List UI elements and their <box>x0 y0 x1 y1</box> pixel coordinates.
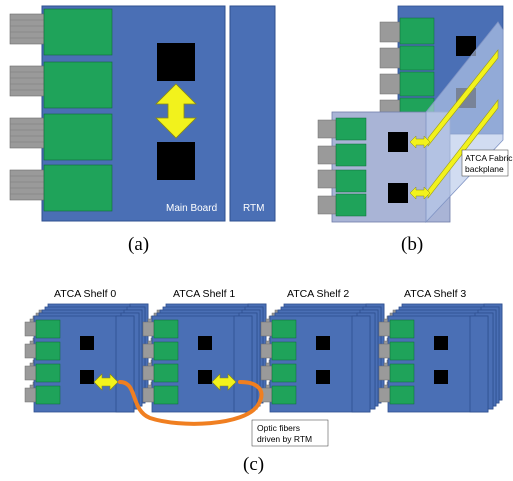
optic-fiber <box>118 380 264 426</box>
main-board-label: Main Board <box>166 203 217 214</box>
shelf-2 <box>261 304 384 412</box>
figure-a: Main Board RTM (a) <box>9 5 276 255</box>
shelf-3 <box>379 304 502 412</box>
shelf-1 <box>143 304 266 412</box>
fiber-label-1: Optic fibers <box>257 423 300 433</box>
chip-top <box>157 43 195 81</box>
shelf-0 <box>25 304 148 412</box>
caption-c: (c) <box>243 454 264 475</box>
shelf-3-title: ATCA Shelf 3 <box>404 288 466 300</box>
rtm-label: RTM <box>243 203 264 214</box>
caption-b: (b) <box>401 234 423 255</box>
fiber-label-2: driven by RTM <box>257 434 312 444</box>
backplane-label-1: ATCA Fabric <box>465 153 513 163</box>
caption-a: (a) <box>128 234 149 255</box>
figure-c: ATCA Shelf 0 ATCA Shelf 1 ATCA Shelf 2 A… <box>25 288 502 475</box>
shelf-1-title: ATCA Shelf 1 <box>173 288 235 300</box>
shelf-0-title: ATCA Shelf 0 <box>54 288 116 300</box>
figure-b: ATCA Fabric backplane (b) <box>317 5 513 255</box>
double-arrow <box>155 83 197 139</box>
shelf-2-title: ATCA Shelf 2 <box>287 288 349 300</box>
backplane-label-2: backplane <box>465 164 504 174</box>
chip-bottom <box>157 142 195 180</box>
rtm-board <box>229 5 276 222</box>
front-connectors <box>9 13 45 201</box>
green-modules <box>43 8 113 212</box>
